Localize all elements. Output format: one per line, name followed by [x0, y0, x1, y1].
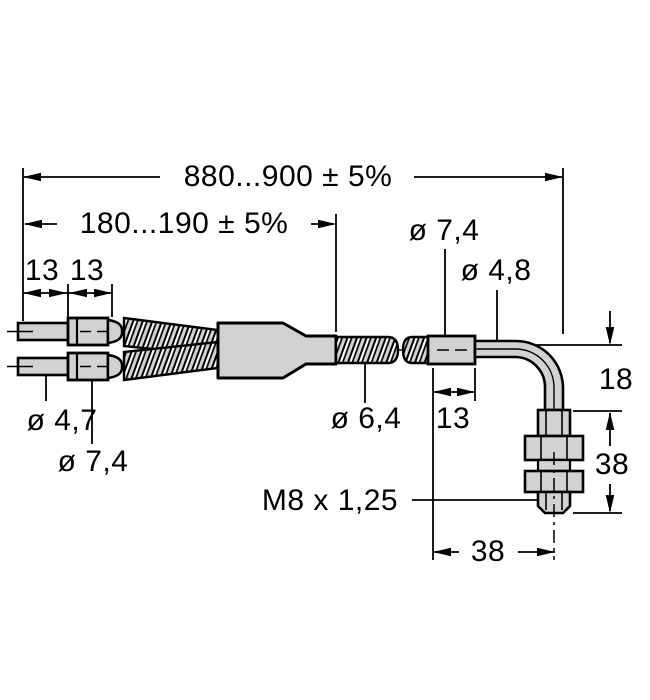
leader-lines	[45, 249, 545, 501]
end-ferrule	[426, 334, 477, 366]
bent-tube-midline	[475, 348, 555, 410]
main-cable	[334, 335, 434, 365]
dim-label-dia-6-4: ø 6,4	[330, 402, 402, 435]
dim-label-dia-7-4-left: ø 7,4	[57, 445, 129, 478]
main-sheath	[334, 335, 400, 365]
dim-label-dia-4-7: ø 4,7	[26, 404, 98, 437]
dim-label-18: 18	[598, 363, 634, 396]
dim-label-branch-length: 180...190 ± 5%	[79, 207, 289, 240]
arrow-38b-right	[537, 547, 555, 557]
bent-tube	[473, 339, 565, 412]
arrow-branch-right	[318, 219, 336, 229]
arrow-end13-right	[457, 387, 475, 397]
arrow-overall-right	[545, 172, 563, 182]
arrow-13b-right	[94, 288, 112, 298]
arrow-branch-left	[24, 219, 42, 229]
arrow-end13-left	[433, 387, 451, 397]
arrow-18-down	[605, 327, 615, 345]
dim-label-dia-7-4-right: ø 7,4	[408, 214, 480, 247]
m8-barrel	[523, 408, 585, 560]
dim-label-38-bottom: 38	[470, 535, 506, 568]
barrel-top-section	[536, 408, 572, 438]
branch-top-crimp	[106, 318, 124, 345]
dim-label-13-ferrule: 13	[69, 254, 105, 287]
arrow-overall-left	[23, 172, 41, 182]
sensor-end	[426, 334, 565, 412]
arrow-38r-up	[605, 412, 615, 430]
branch-connector-bottom	[7, 340, 220, 382]
dim-label-thread-spec: M8 x 1,25	[261, 484, 399, 517]
dim-label-38-right: 38	[594, 448, 630, 481]
branch-bottom-crimp	[106, 353, 124, 380]
dim-label-dia-4-8: ø 4,8	[460, 254, 532, 287]
arrow-38b-left	[433, 547, 451, 557]
dim-label-end-13: 13	[435, 402, 471, 435]
arrow-13a-left	[23, 288, 41, 298]
dim-label-13-tip: 13	[24, 254, 60, 287]
extension-lines	[22, 168, 622, 560]
y-splitter-boot	[216, 321, 338, 380]
arrow-13b-left	[69, 288, 87, 298]
dim-label-overall-length: 880...900 ± 5%	[183, 160, 393, 193]
arrow-38r-down	[605, 495, 615, 513]
arrowheads	[23, 172, 615, 557]
arrow-13a-right	[49, 288, 67, 298]
